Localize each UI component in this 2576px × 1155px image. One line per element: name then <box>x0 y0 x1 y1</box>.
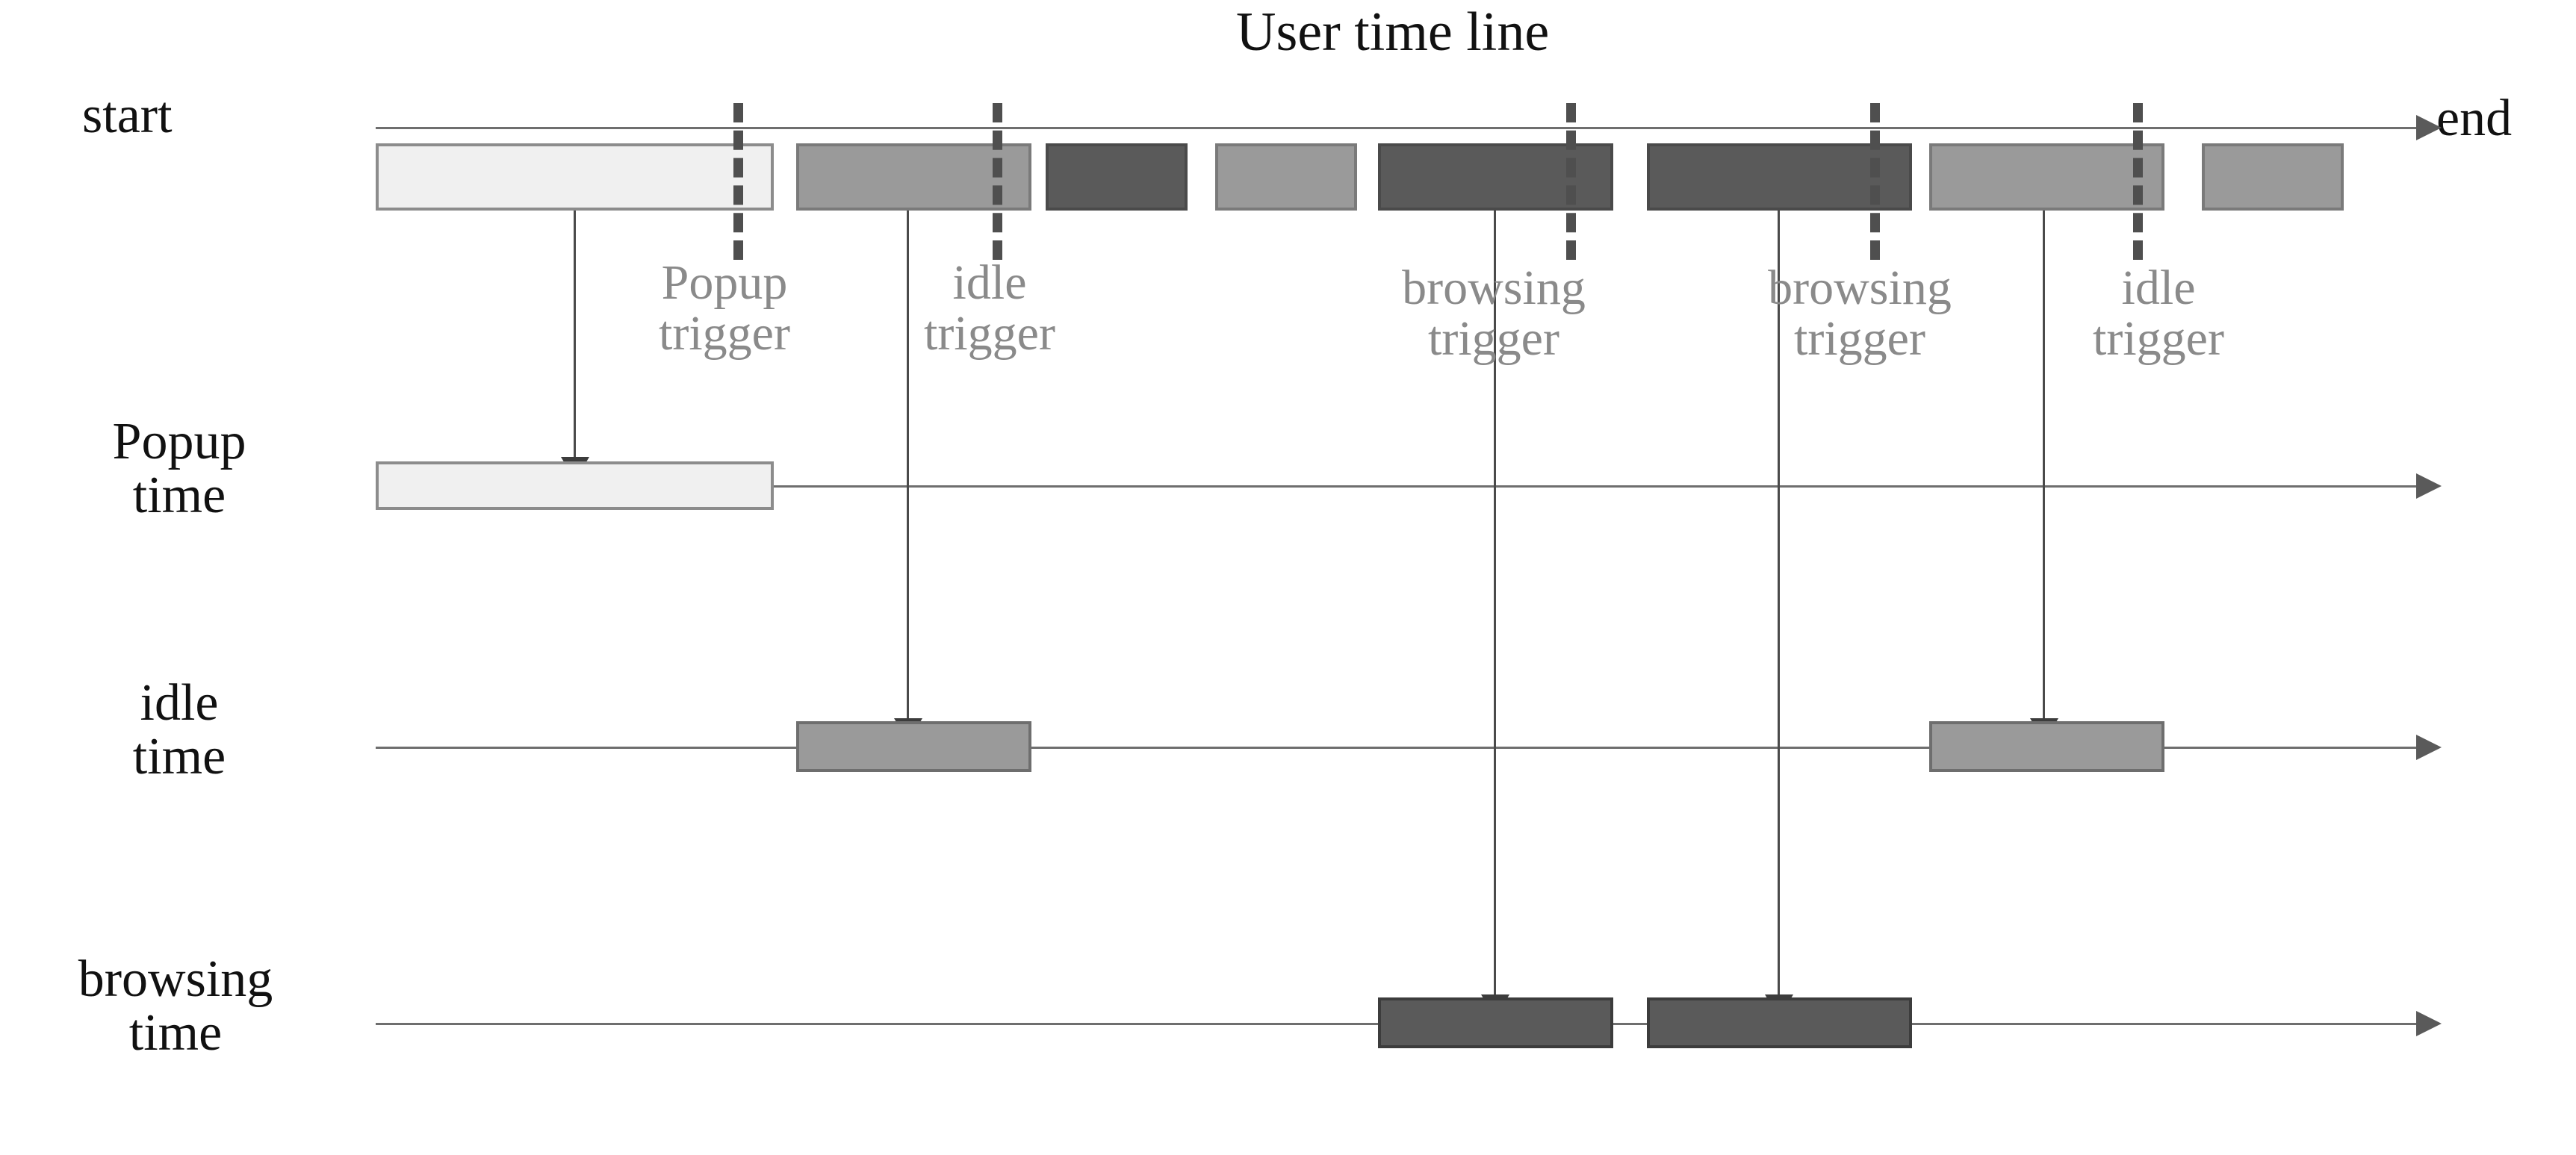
start-label: start <box>82 87 173 144</box>
row-label-popup-line2: time <box>132 467 226 525</box>
idle-trigger-1-label-line2: trigger <box>924 305 1055 361</box>
connector-browsing-2 <box>1778 211 1780 994</box>
browsing-segment-2 <box>1647 143 1912 211</box>
idle-trigger-1-label-line1: idle <box>952 255 1027 310</box>
idle-trigger-2-label-line2: trigger <box>2093 311 2224 366</box>
axis-arrow-idle <box>2416 735 2442 760</box>
idle-segment-2 <box>1929 143 2164 211</box>
popup-segment <box>376 143 774 211</box>
neutral-segment-2 <box>2202 143 2344 211</box>
idle-trigger-2-guide <box>2133 103 2143 260</box>
browsing-trigger-1-label-line1: browsing <box>1402 261 1586 315</box>
idle-time-bar-1 <box>796 721 1031 772</box>
popup-trigger-label-line2: trigger <box>659 305 790 361</box>
row-label-idle-line2: time <box>132 728 226 786</box>
idle-trigger-1-guide <box>993 103 1002 260</box>
browsing-trigger-2-label-line2: trigger <box>1794 311 1925 366</box>
connector-idle-2 <box>2043 211 2045 718</box>
row-label-popup-line1: Popup <box>112 413 246 470</box>
end-label: end <box>2436 90 2513 147</box>
axis-popup <box>376 485 2416 488</box>
browsing-trigger-2-guide <box>1870 103 1880 260</box>
idle-segment-1 <box>796 143 1031 211</box>
browsing-trigger-1-label-line2: trigger <box>1428 311 1559 366</box>
axis-arrow-browsing <box>2416 1011 2442 1036</box>
popup-time-bar <box>376 461 774 510</box>
browsing-time-bar-2 <box>1647 997 1912 1048</box>
page-title: User time line <box>1236 1 1550 63</box>
popup-trigger-guide <box>733 103 743 260</box>
axis-idle <box>376 747 2416 749</box>
row-label-browsing: browsing time <box>7 950 344 1062</box>
browsing-trigger-2-label-line1: browsing <box>1768 261 1952 315</box>
popup-trigger-label-line1: Popup <box>661 255 788 310</box>
connector-popup <box>574 211 576 457</box>
browsing-segment-a <box>1046 143 1188 211</box>
axis-arrow-user <box>2416 115 2442 140</box>
row-label-browsing-line2: time <box>128 1004 223 1062</box>
connector-idle-1 <box>907 211 909 718</box>
row-label-idle: idle time <box>22 676 336 784</box>
neutral-segment-1 <box>1215 143 1357 211</box>
browsing-trigger-1-guide <box>1566 103 1576 260</box>
axis-arrow-popup <box>2416 473 2442 499</box>
row-label-popup: Popup time <box>22 413 336 525</box>
browsing-segment-1 <box>1378 143 1613 211</box>
axis-user <box>376 127 2416 129</box>
idle-time-bar-2 <box>1929 721 2164 772</box>
row-label-idle-line1: idle <box>140 674 219 732</box>
row-label-browsing-line1: browsing <box>78 950 273 1008</box>
browsing-time-bar-1 <box>1378 997 1613 1048</box>
connector-browsing-1 <box>1494 211 1496 994</box>
idle-trigger-2-label-line1: idle <box>2121 261 2196 315</box>
